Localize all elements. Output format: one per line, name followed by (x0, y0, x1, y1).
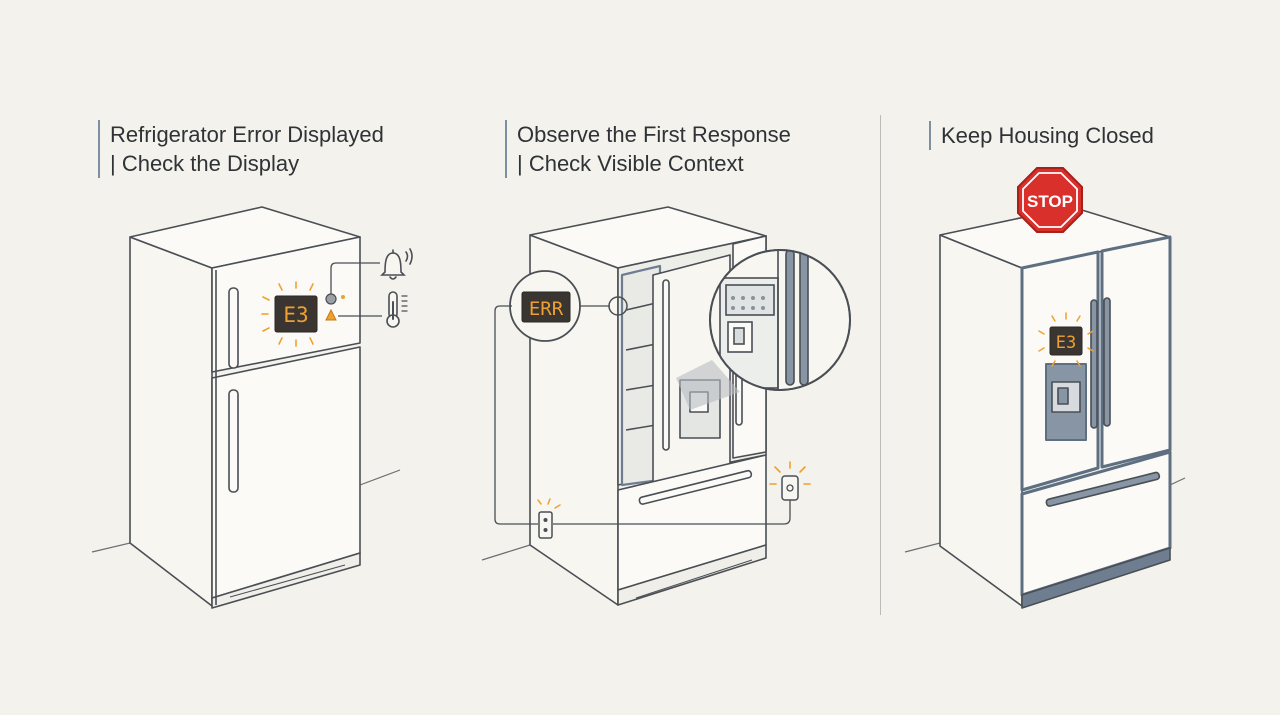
fridge-door-open (481, 206, 767, 606)
panel-2-error-code: ERR (529, 298, 564, 320)
panel-1-title-line-2: | Check the Display (110, 151, 300, 176)
panel-1-title: Refrigerator Error Displayed | Check the… (98, 120, 384, 178)
panel-3-display: E3 (1038, 312, 1094, 367)
panel-1-error-code: E3 (283, 303, 308, 327)
outlet-icon (537, 498, 561, 539)
warning-icon (325, 308, 337, 321)
fridge-top-freezer (91, 206, 401, 609)
stop-sign-icon: STOP (1017, 167, 1083, 233)
stop-sign-text: STOP (1027, 192, 1073, 211)
thermometer-icon (386, 291, 408, 328)
panel-divider (880, 115, 881, 615)
panel-1-title-line-1: Refrigerator Error Displayed (110, 122, 384, 147)
bell-icon (380, 248, 413, 280)
panel-1-display: E3 (261, 281, 318, 347)
panel-1-led (341, 295, 345, 299)
panel-3-title-line-1: Keep Housing Closed (941, 123, 1154, 148)
panel-2-title-line-2: | Check Visible Context (517, 151, 744, 176)
panel-2-display: ERR (509, 270, 628, 342)
fridge-closed (904, 206, 1186, 609)
panel-2-title-line-1: Observe the First Response (517, 122, 791, 147)
magnifier-icon (676, 249, 851, 410)
sensor-icon (769, 461, 811, 501)
panel-1-button (325, 293, 337, 305)
panel-3-title: Keep Housing Closed (929, 121, 1154, 150)
panel-2-title: Observe the First Response | Check Visib… (505, 120, 791, 178)
panel-3-error-code: E3 (1056, 333, 1076, 353)
panel-2-connector-lines (494, 305, 791, 525)
